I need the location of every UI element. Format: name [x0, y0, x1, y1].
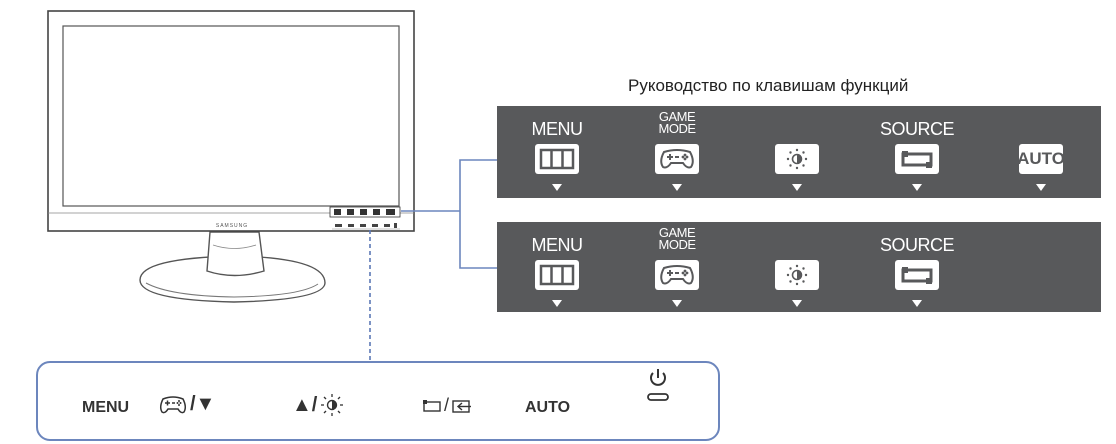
down-arrow-icon [672, 184, 682, 191]
menu-key-label: MENU [82, 399, 130, 416]
key-source: SOURCE [857, 106, 977, 198]
front-keys-legend: MENU /▼ ▲/ / AUTO [36, 361, 720, 441]
key-auto: AUTO [981, 106, 1101, 198]
key-source-label: SOURCE [879, 235, 955, 255]
source-icon [423, 399, 441, 412]
down-key-label: /▼ [190, 393, 216, 415]
power-key [645, 367, 671, 405]
brightness-icon [775, 260, 819, 290]
source-separator: / [444, 395, 450, 415]
key-brightness [737, 106, 857, 198]
source-icon [895, 144, 939, 174]
down-arrow-icon [552, 184, 562, 191]
brightness-icon [321, 394, 344, 416]
down-arrow-icon [792, 300, 802, 307]
down-arrow-icon [792, 184, 802, 191]
down-arrow-icon [912, 300, 922, 307]
source-enter-key: / [422, 395, 473, 416]
brightness-icon [775, 144, 819, 174]
up-brightness-key: ▲/ [290, 393, 345, 417]
gamepad-icon [159, 395, 187, 413]
auto-icon: AUTO [1017, 144, 1065, 174]
source-icon [895, 260, 939, 290]
key-menu-label: MENU [531, 119, 584, 139]
key-menu: MENU [497, 222, 617, 312]
key-menu: MENU [497, 106, 617, 198]
down-arrow-icon [672, 300, 682, 307]
gamepad-icon [655, 260, 699, 290]
auto-key-label: AUTO [525, 399, 571, 416]
key-source-label: SOURCE [879, 119, 955, 139]
key-brightness [737, 222, 857, 312]
brand-logo: SAMSUNG [216, 223, 248, 229]
game-down-key: /▼ [158, 393, 217, 416]
monitor-illustration: SAMSUNG [47, 10, 415, 303]
down-arrow-icon [1036, 184, 1046, 191]
up-key-label: ▲/ [292, 393, 318, 416]
enter-icon [452, 399, 472, 413]
guide-title: Руководство по клавишам функций [628, 76, 909, 95]
key-source: SOURCE [857, 222, 977, 312]
down-arrow-icon [552, 300, 562, 307]
key-menu-label: MENU [531, 235, 584, 255]
menu-icon [535, 144, 579, 174]
menu-icon [535, 260, 579, 290]
gamepad-icon [655, 144, 699, 174]
down-arrow-icon [912, 184, 922, 191]
power-icon [647, 369, 669, 401]
